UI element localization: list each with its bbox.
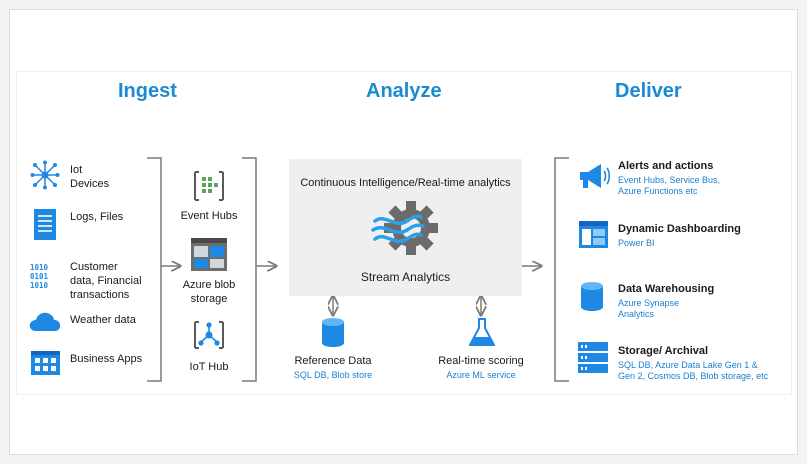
reference-database-icon	[322, 318, 344, 347]
stream-analytics-icon	[371, 197, 439, 259]
iot-hub-icon	[193, 318, 225, 352]
megaphone-icon	[577, 162, 610, 190]
event-hubs-label: Event Hubs	[180, 210, 238, 222]
svg-text:1010: 1010	[30, 263, 49, 272]
source-business-apps-label: Business Apps	[70, 353, 143, 365]
reference-data-title: Reference Data	[294, 355, 372, 367]
outputs-bracket	[554, 157, 569, 382]
event-hubs-icon	[192, 169, 226, 203]
blob-storage-icon	[191, 238, 227, 271]
source-customer-label: Customer data, Financial transactions	[70, 261, 142, 301]
source-weather-label: Weather data	[70, 314, 136, 326]
source-iot-label: Iot Devices	[70, 164, 110, 190]
iot-hub-label: IoT Hub	[189, 361, 229, 373]
reference-data-subtitle: SQL DB, Blob store	[293, 370, 373, 380]
scoring-subtitle: Azure ML service	[446, 370, 516, 380]
ingest-title: Ingest	[118, 80, 177, 102]
output-storage-title: Storage/ Archival	[618, 345, 709, 357]
svg-text:1010: 1010	[30, 281, 49, 289]
svg-text:0101: 0101	[30, 272, 49, 281]
output-warehousing-title: Data Warehousing	[618, 283, 715, 295]
iot-devices-icon	[30, 160, 60, 190]
dashboard-icon	[579, 221, 608, 248]
blob-storage-label: Azure blob storage	[182, 279, 236, 305]
cloud-icon	[29, 311, 61, 332]
output-dashboard-subtitle: Power BI	[618, 238, 655, 248]
sources-bracket	[147, 157, 162, 382]
file-icon	[34, 209, 56, 240]
output-alerts-title: Alerts and actions	[618, 160, 714, 172]
output-dashboard-title: Dynamic Dashboarding	[618, 223, 741, 235]
database-icon	[581, 282, 603, 311]
storage-icon	[578, 342, 608, 374]
ingestion-bracket	[242, 157, 257, 382]
source-logs-label: Logs, Files	[70, 211, 124, 223]
scoring-title: Real-time scoring	[438, 355, 524, 367]
ml-flask-icon	[469, 318, 495, 347]
stream-analytics-label: Stream Analytics	[360, 270, 451, 284]
deliver-title: Deliver	[615, 80, 682, 102]
output-warehousing-subtitle: Azure Synapse Analytics	[618, 298, 680, 319]
output-storage-subtitle: SQL DB, Azure Data Lake Gen 1 & Gen 2, C…	[618, 360, 769, 381]
apps-grid-icon	[31, 351, 60, 375]
analyze-title: Analyze	[366, 80, 442, 102]
output-alerts-subtitle: Event Hubs, Service Bus, Azure Functions…	[618, 175, 721, 196]
analytics-header: Continuous Intelligence/Real-time analyt…	[300, 177, 511, 189]
